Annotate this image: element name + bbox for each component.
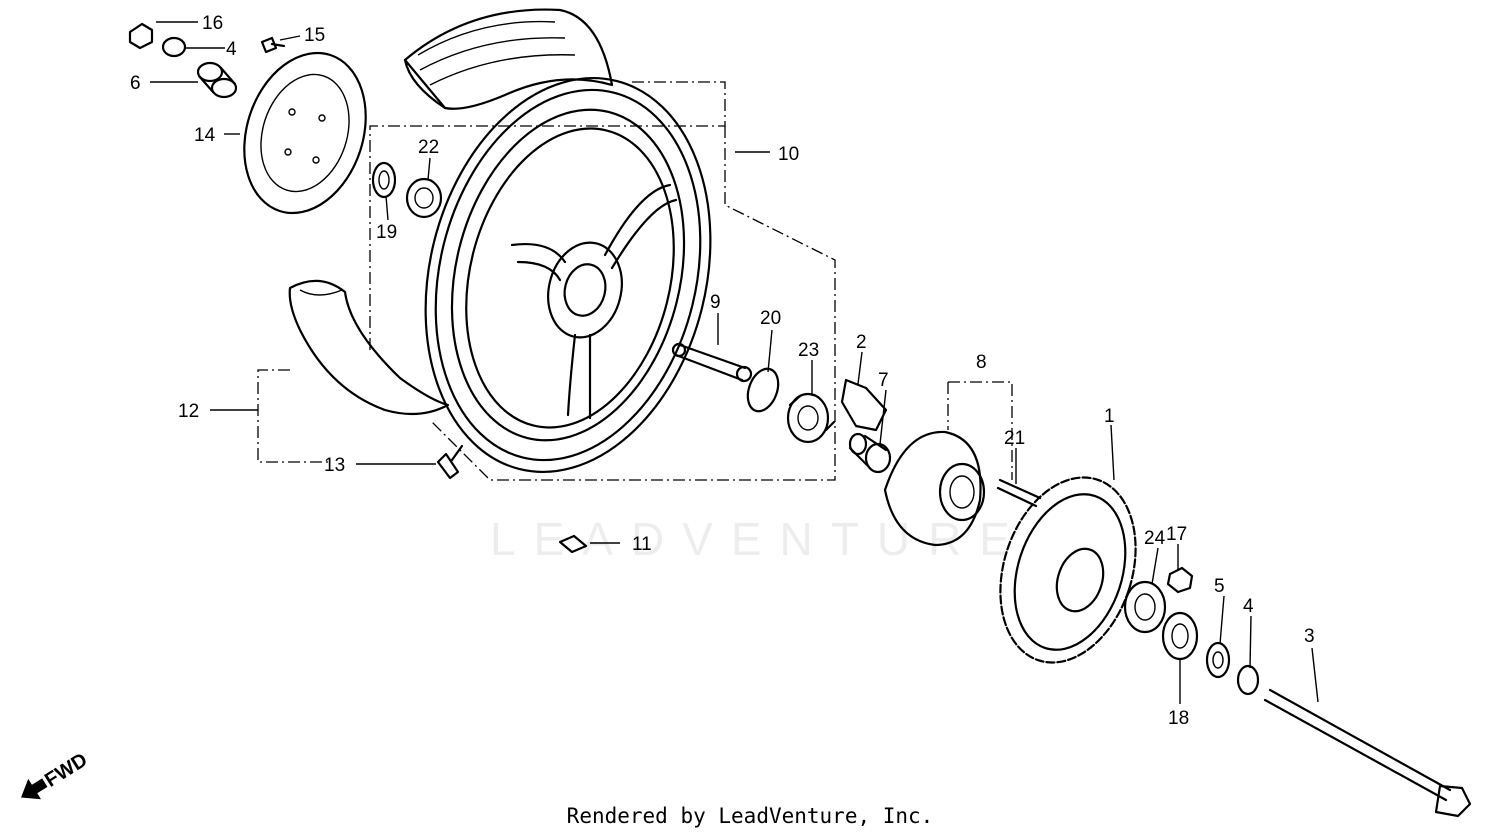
callout-13[interactable]: 13 [324,455,345,476]
balance-weight-11[interactable] [558,534,588,554]
collar-7[interactable] [848,432,892,474]
rim-band-12[interactable] [288,279,450,416]
callout-1[interactable]: 1 [1104,406,1115,427]
tire-top[interactable] [403,8,614,110]
valve-stem-13[interactable] [436,444,464,480]
callout-4-top[interactable]: 4 [226,39,237,60]
collar-4-top[interactable] [161,36,187,58]
callout-10[interactable]: 10 [778,144,799,165]
callout-15[interactable]: 15 [304,25,325,46]
bearing-22[interactable] [405,177,443,219]
callout-21[interactable]: 21 [1004,428,1025,449]
callout-22[interactable]: 22 [418,137,439,158]
spacer-18[interactable] [1161,611,1199,661]
callout-23[interactable]: 23 [798,340,819,361]
seal-24[interactable] [1123,580,1167,634]
callout-9[interactable]: 9 [710,292,721,313]
nut-16[interactable] [128,22,154,50]
axle-3[interactable] [1263,688,1472,818]
callout-19[interactable]: 19 [376,222,397,243]
callout-24[interactable]: 24 [1144,528,1166,549]
o-ring-20[interactable] [742,365,783,416]
callout-7[interactable]: 7 [878,370,889,391]
nut-17[interactable] [1166,566,1194,594]
callout-16[interactable]: 16 [202,13,223,34]
spacer-6[interactable] [196,61,238,99]
leader-lines [150,21,1319,704]
seal-19[interactable] [371,161,397,199]
bearing-23[interactable] [786,392,836,444]
callouts: 16 4 15 6 14 22 19 10 9 20 23 2 7 8 21 1… [130,13,1315,729]
bracket-12-13 [257,369,330,463]
footer-credit: Rendered by LeadVenture, Inc. [566,804,934,828]
callout-4-bottom[interactable]: 4 [1243,596,1254,617]
bracket-8 [947,381,1013,480]
callout-2[interactable]: 2 [856,332,867,353]
callout-3[interactable]: 3 [1304,626,1315,647]
sprocket-flange-8[interactable] [883,430,986,547]
brake-disc[interactable] [224,37,385,229]
callout-14[interactable]: 14 [194,125,216,146]
fwd-label: FWD [41,749,91,792]
callout-6[interactable]: 6 [130,73,141,94]
washer-5[interactable] [1205,641,1231,679]
callout-20[interactable]: 20 [760,308,781,329]
damper-2[interactable] [840,378,888,432]
sprocket-1[interactable] [978,460,1158,680]
fwd-arrow-icon: FWD [21,749,91,800]
callout-11[interactable]: 11 [632,534,652,555]
collar-4-bottom[interactable] [1236,664,1260,696]
callout-8[interactable]: 8 [976,352,987,373]
axle-sleeve-9[interactable] [671,342,753,383]
stud-bolt-21[interactable] [996,478,1042,508]
callout-5[interactable]: 5 [1214,576,1225,597]
bolt-15[interactable] [260,36,286,54]
bracket-10 [369,81,836,481]
wheel-rim[interactable] [386,48,751,503]
callout-18[interactable]: 18 [1168,708,1189,729]
callout-12[interactable]: 12 [178,401,199,422]
callout-17[interactable]: 17 [1166,524,1187,545]
